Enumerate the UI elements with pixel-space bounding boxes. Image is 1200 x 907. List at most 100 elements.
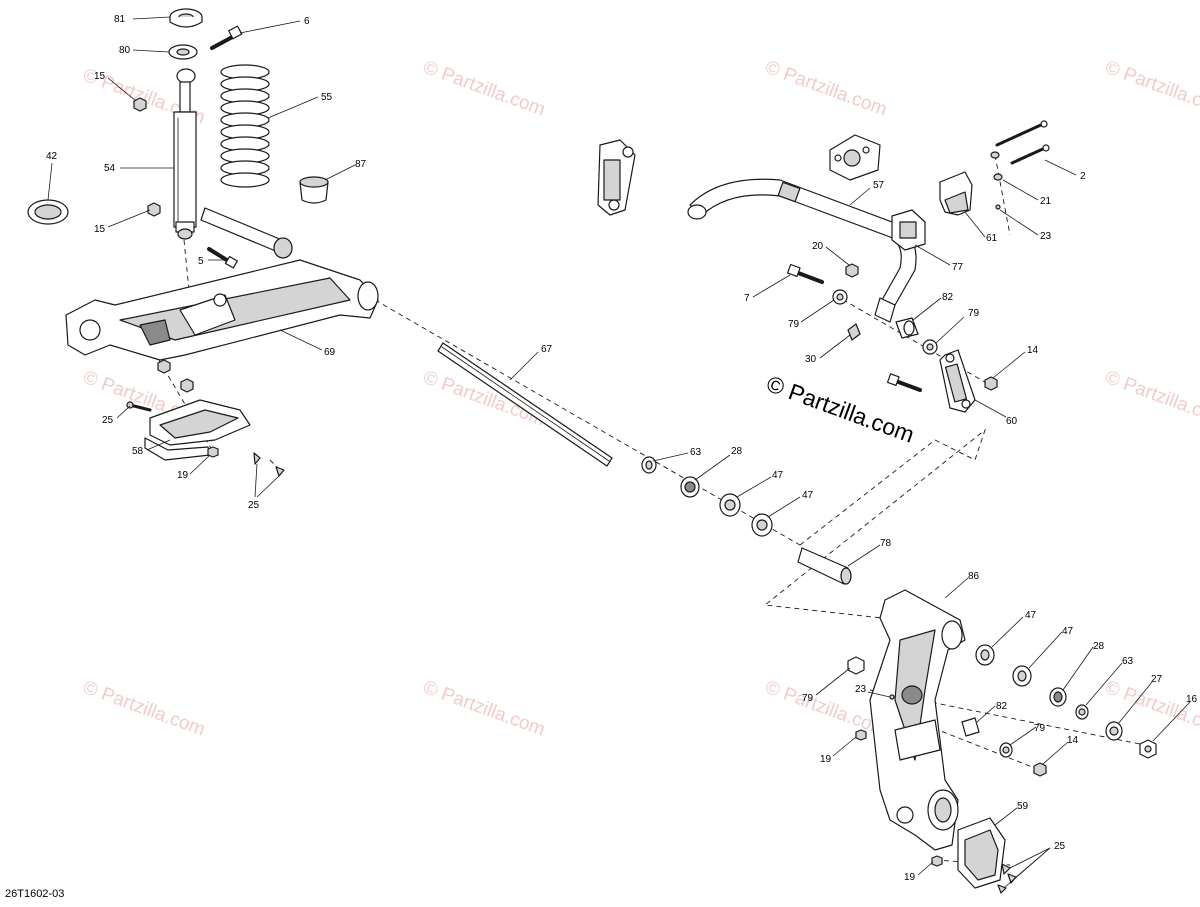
sleeve-78 bbox=[797, 547, 852, 585]
callout-23: 23 bbox=[1040, 231, 1052, 242]
callout-28: 28 bbox=[1093, 641, 1105, 652]
callout-19: 19 bbox=[820, 754, 832, 765]
callout-20: 20 bbox=[812, 241, 824, 252]
bearing-28-bottom bbox=[1049, 687, 1067, 707]
bracket-61 bbox=[939, 171, 973, 216]
drawing-code: 26T1602-03 bbox=[5, 888, 64, 900]
clamp-bracket bbox=[829, 134, 881, 181]
washer-21 bbox=[990, 151, 1003, 181]
seal-63-top bbox=[641, 456, 657, 474]
callout-16: 16 bbox=[1186, 694, 1198, 705]
watermark: © Partzilla.com bbox=[420, 57, 547, 121]
bolt-7 bbox=[786, 263, 824, 284]
callout-79: 79 bbox=[802, 693, 814, 704]
bolt-6 bbox=[210, 25, 243, 50]
callout-58: 58 bbox=[132, 446, 144, 457]
callout-82: 82 bbox=[942, 292, 954, 303]
nut-15-top bbox=[133, 97, 147, 112]
shock-absorber-54 bbox=[173, 68, 197, 240]
fitting-30 bbox=[847, 323, 861, 341]
callout-47: 47 bbox=[772, 470, 784, 481]
bushing-block-77 bbox=[891, 209, 926, 251]
skid-plate-59 bbox=[957, 817, 1006, 889]
callout-59: 59 bbox=[1017, 801, 1029, 812]
seal-63-bottom bbox=[1075, 704, 1089, 720]
callout-2: 2 bbox=[1080, 171, 1086, 182]
nut-79-c bbox=[847, 656, 865, 675]
callout-47: 47 bbox=[1025, 610, 1037, 621]
bolt-25-bottom bbox=[253, 452, 285, 477]
callout-23: 23 bbox=[855, 684, 867, 695]
bolt-25-top bbox=[126, 401, 152, 412]
nut-79-a bbox=[832, 289, 848, 305]
nut-20 bbox=[845, 263, 859, 278]
callout-82: 82 bbox=[996, 701, 1008, 712]
callout-47: 47 bbox=[1062, 626, 1074, 637]
washer-27 bbox=[1105, 721, 1123, 741]
nut-19-left bbox=[207, 446, 219, 458]
callout-63: 63 bbox=[1122, 656, 1134, 667]
spring-cap-81 bbox=[169, 8, 203, 28]
leader-lines bbox=[47, 16, 1191, 889]
nut-79-b bbox=[922, 339, 938, 355]
callout-80: 80 bbox=[119, 45, 131, 56]
watermark: © Partzilla.com bbox=[1102, 367, 1200, 431]
callout-21: 21 bbox=[1040, 196, 1052, 207]
ring-42 bbox=[27, 199, 69, 225]
callout-54: 54 bbox=[104, 163, 116, 174]
nut-19-bottom bbox=[931, 855, 943, 867]
pivot-rod bbox=[200, 207, 293, 259]
callout-81: 81 bbox=[114, 14, 126, 25]
spacer-82-bottom bbox=[961, 717, 980, 737]
bolt-2 bbox=[995, 120, 1050, 165]
coil-spring-55 bbox=[220, 64, 270, 188]
callout-79: 79 bbox=[1034, 723, 1046, 734]
stabilizer-bar-57 bbox=[687, 178, 917, 323]
a-arm-86 bbox=[869, 589, 966, 851]
callout-15: 15 bbox=[94, 224, 106, 235]
callout-30: 30 bbox=[805, 354, 817, 365]
bolt-link bbox=[886, 373, 922, 392]
callout-57: 57 bbox=[873, 180, 885, 191]
callout-6: 6 bbox=[304, 16, 310, 27]
callout-42: 42 bbox=[46, 151, 58, 162]
callout-67: 67 bbox=[541, 344, 553, 355]
callout-79: 79 bbox=[788, 319, 800, 330]
bearing-28-top bbox=[680, 476, 700, 498]
callout-27: 27 bbox=[1151, 674, 1163, 685]
callout-19: 19 bbox=[177, 470, 189, 481]
fastener-23-top bbox=[995, 204, 1001, 210]
callout-61: 61 bbox=[986, 233, 998, 244]
retainer-80 bbox=[168, 44, 198, 60]
a-arm-69 bbox=[65, 259, 379, 361]
callout-63: 63 bbox=[690, 447, 702, 458]
fastener-23-bottom bbox=[889, 694, 895, 700]
watermark: © Partzilla.com bbox=[420, 677, 547, 741]
callout-7: 7 bbox=[744, 293, 750, 304]
watermark: © Partzilla.com bbox=[1102, 57, 1200, 121]
callout-86: 86 bbox=[968, 571, 980, 582]
callout-55: 55 bbox=[321, 92, 333, 103]
shaft-67 bbox=[437, 342, 613, 467]
callout-25: 25 bbox=[102, 415, 114, 426]
callout-78: 78 bbox=[880, 538, 892, 549]
callout-87: 87 bbox=[355, 159, 367, 170]
bushing-47-a bbox=[719, 493, 741, 517]
callout-25: 25 bbox=[1054, 841, 1066, 852]
callout-15: 15 bbox=[94, 71, 106, 82]
callout-19: 19 bbox=[904, 872, 916, 883]
callout-69: 69 bbox=[324, 347, 336, 358]
nut-19-right bbox=[855, 729, 867, 741]
spacer-82-top bbox=[895, 317, 919, 339]
bushing-47-c bbox=[975, 644, 995, 666]
nut-15-lower bbox=[147, 202, 161, 217]
callout-14: 14 bbox=[1027, 345, 1039, 356]
nut-79-d bbox=[999, 742, 1013, 758]
nut-14-top bbox=[984, 376, 998, 391]
bump-stop-87 bbox=[299, 176, 329, 204]
callout-77: 77 bbox=[952, 262, 964, 273]
bushing-47-d bbox=[1012, 665, 1032, 687]
watermark: © Partzilla.com bbox=[762, 57, 889, 121]
skid-plate-58 bbox=[144, 399, 251, 461]
